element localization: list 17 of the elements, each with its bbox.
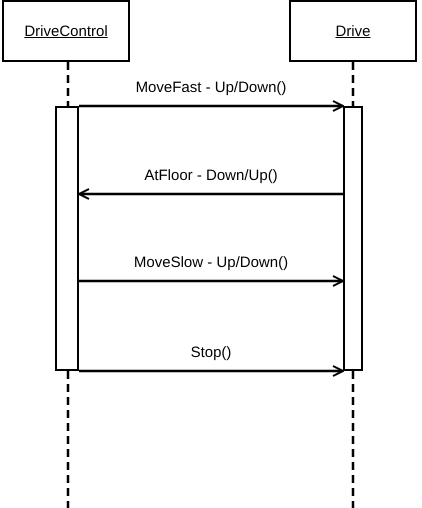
message-label: Stop() xyxy=(188,344,234,361)
lifeline xyxy=(66,371,70,508)
message-arrow xyxy=(79,365,344,377)
activation-bar xyxy=(55,106,79,371)
message-arrow xyxy=(78,188,343,200)
lifeline xyxy=(352,371,354,508)
activation-bar xyxy=(343,106,363,371)
lifeline xyxy=(66,62,70,106)
participant-name: DriveControl xyxy=(24,22,108,40)
lifeline-head-box xyxy=(289,0,417,62)
lifeline xyxy=(352,62,354,106)
message-label: MoveFast - Up/Down() xyxy=(134,79,288,96)
message-label: AtFloor - Down/Up() xyxy=(142,167,280,184)
message-arrow xyxy=(79,275,344,287)
message-arrow xyxy=(79,100,344,112)
participant-name: Drive xyxy=(335,22,370,40)
lifeline-head-box xyxy=(2,0,130,62)
